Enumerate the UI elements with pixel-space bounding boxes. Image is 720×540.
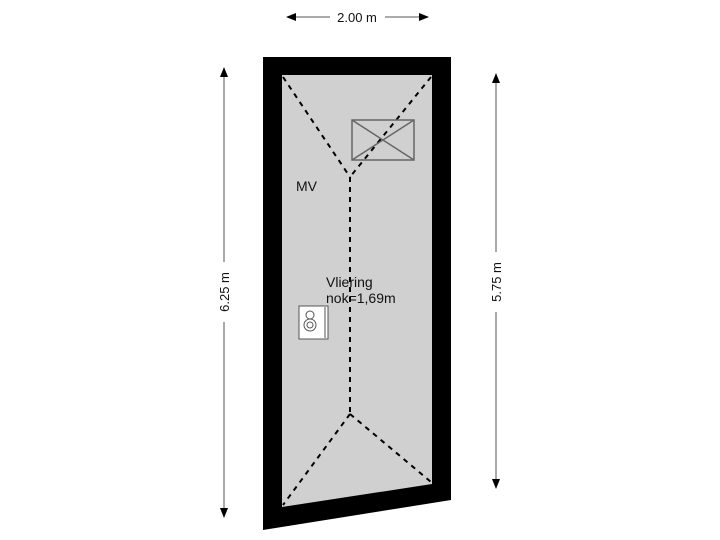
dimension-width-top: 2.00 m (286, 10, 429, 25)
height-right-label: 5.75 m (489, 262, 504, 302)
height-left-label: 6.25 m (217, 272, 232, 312)
skylight-icon (351, 119, 415, 161)
room-floor (282, 75, 432, 507)
width-label: 2.00 m (337, 10, 377, 25)
dimension-height-right: 5.75 m (489, 73, 504, 489)
dimension-height-left: 6.25 m (217, 67, 232, 518)
roof-ridge-lines (282, 76, 432, 506)
mv-label: MV (296, 178, 318, 194)
boiler-icon (298, 305, 329, 340)
room-note: nok=1,69m (326, 290, 396, 306)
room-name: Vliering (326, 274, 373, 290)
